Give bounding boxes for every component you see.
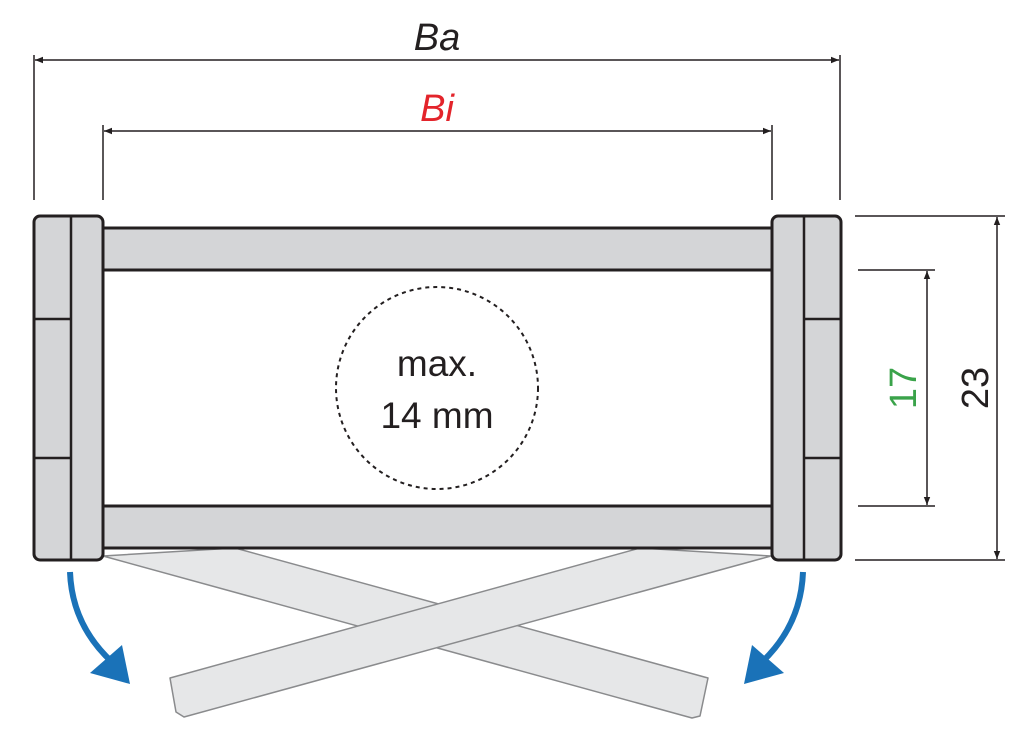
right-side-plate [770,214,843,562]
inner-height-dimension [858,269,935,507]
outer-width-dimension [33,55,841,200]
outer-width-label: Ba [414,17,460,59]
open-arrow-left-icon [67,571,130,684]
inner-width-dimension [102,125,773,200]
max-cable-diameter-circle [335,286,539,490]
max-diameter-value: 14 mm [380,395,493,436]
outer-height-label: 23 [955,367,997,409]
bottom-crossbar [101,504,774,550]
inner-width-label: Bi [420,88,455,130]
inner-height-label: 17 [883,367,925,409]
top-crossbar [101,226,774,272]
outer-height-dimension [855,215,1005,561]
max-label: max. [397,343,477,384]
open-arrow-right-icon [744,571,806,684]
left-side-plate [32,214,105,562]
